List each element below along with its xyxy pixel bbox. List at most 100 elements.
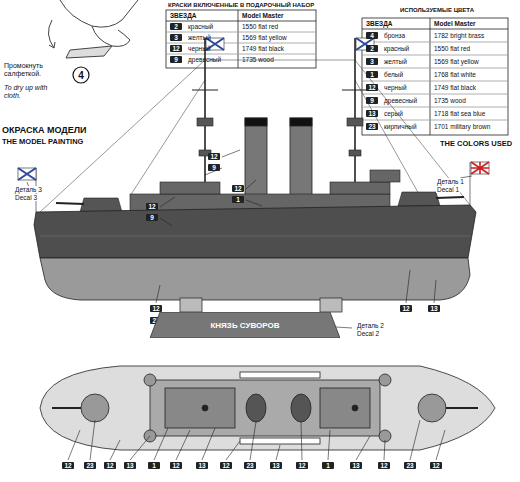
callout-number: 12 — [150, 305, 162, 312]
flag — [471, 162, 489, 174]
deck-plan — [446, 407, 478, 409]
superstructure — [130, 170, 400, 212]
deck-plan — [52, 407, 81, 409]
flag — [18, 168, 36, 180]
node-text: 4 — [78, 70, 84, 81]
deck-plan — [240, 372, 320, 378]
colors-table — [362, 42, 508, 43]
note-en: To dry up with cloth. — [4, 84, 54, 99]
table-head: Model Master — [242, 12, 284, 19]
decal-label: Деталь 2 — [356, 322, 385, 329]
callout-number: 13 — [270, 462, 282, 469]
callout-number: 23 — [366, 123, 378, 130]
callout-number: 13 — [124, 462, 136, 469]
color-name: черный — [188, 45, 211, 52]
callout-number: 12 — [170, 45, 182, 52]
display-stand — [180, 298, 202, 312]
callout-number: 2 — [366, 45, 378, 52]
hand-sketch — [60, 0, 138, 27]
callout-number: 12 — [170, 462, 182, 469]
table-head: ЗВЕЗДА — [366, 20, 393, 27]
node-text: КНЯЗЬ СУВОРОВ — [210, 321, 279, 330]
callout-number: 3 — [170, 34, 182, 41]
paint-code: 1550 flat red — [242, 23, 278, 30]
leader-line — [434, 280, 436, 303]
color-name: желтый — [188, 34, 211, 41]
paint-code: 1749 flat black — [242, 45, 284, 52]
flag — [471, 162, 489, 174]
deck-plan — [291, 394, 311, 422]
turrets — [56, 203, 84, 204]
colors-table — [362, 94, 508, 95]
stand-shape — [150, 312, 340, 338]
funnels — [290, 118, 312, 200]
paint-code: 1718 flat sea blue — [434, 110, 485, 117]
callout-number: 9 — [208, 164, 220, 171]
rigging — [355, 80, 420, 196]
section-sub: THE COLORS USED — [440, 140, 512, 148]
callout-number: 12 — [208, 153, 220, 160]
deck-plan — [240, 438, 320, 444]
callout-number: 12 — [146, 203, 158, 210]
leader-line — [406, 270, 410, 303]
fighting-tops — [197, 118, 363, 156]
callout-number: 9 — [366, 97, 378, 104]
deck-plan — [144, 374, 156, 386]
colors-table — [362, 81, 508, 82]
callout-number: 9 — [146, 214, 158, 221]
fighting-tops — [347, 118, 363, 126]
paint-code: 1735 wood — [242, 56, 274, 63]
funnels — [245, 118, 267, 200]
callout-number: 13 — [428, 305, 440, 312]
color-name: кирпичный — [384, 123, 417, 130]
hand-sketch — [66, 46, 112, 58]
turrets — [436, 197, 464, 198]
callout-number: 23 — [84, 462, 96, 469]
masts — [342, 90, 368, 91]
color-name: черный — [384, 84, 407, 91]
paint-code: 1550 flat red — [434, 45, 470, 52]
paint-table — [166, 10, 316, 68]
callout-number: 12 — [378, 462, 390, 469]
color-name: древесный — [188, 56, 221, 63]
decal-label: Decal 2 — [356, 330, 380, 337]
funnels — [290, 118, 312, 126]
callout-number: 9 — [170, 56, 182, 63]
paint-code: 1768 flat white — [434, 71, 476, 78]
deck-plan — [202, 405, 208, 411]
callout-number: 1 — [232, 196, 244, 203]
note-text: Промокнуть салфеткой. — [4, 62, 58, 77]
hand-sketch — [48, 0, 138, 58]
funnels — [245, 118, 267, 126]
leader-line — [27, 150, 472, 460]
decal-label: Decal 3 — [14, 194, 38, 201]
colors-table — [362, 120, 508, 121]
deck-plan — [352, 405, 358, 411]
callout-number: 23 — [404, 462, 416, 469]
fighting-tops — [349, 150, 361, 156]
hull — [40, 258, 470, 300]
hand-sketch — [92, 26, 130, 46]
callout-number: 1 — [366, 71, 378, 78]
color-name: красный — [188, 23, 213, 30]
display-stand — [180, 298, 342, 312]
table-head: Model Master — [434, 20, 476, 27]
rigging — [130, 80, 205, 196]
callout-number: 12 — [104, 462, 116, 469]
paint-code: 1701 military brown — [434, 123, 490, 130]
flag — [18, 168, 36, 180]
section-title: ОКРАСКА МОДЕЛИ — [2, 126, 87, 136]
callout-number: 12 — [366, 84, 378, 91]
paint-table — [166, 21, 316, 22]
paint-table — [238, 10, 239, 68]
hand-sketch — [49, 42, 55, 48]
colors-table — [362, 107, 508, 108]
colors-table — [362, 55, 508, 56]
section-sub: THE MODEL PAINTING — [2, 138, 83, 146]
colors-table — [430, 18, 431, 135]
hull — [34, 205, 476, 258]
deck-plan — [418, 394, 446, 422]
paint-table — [166, 54, 316, 55]
hull — [40, 236, 470, 237]
paint-code: 1735 wood — [434, 97, 466, 104]
